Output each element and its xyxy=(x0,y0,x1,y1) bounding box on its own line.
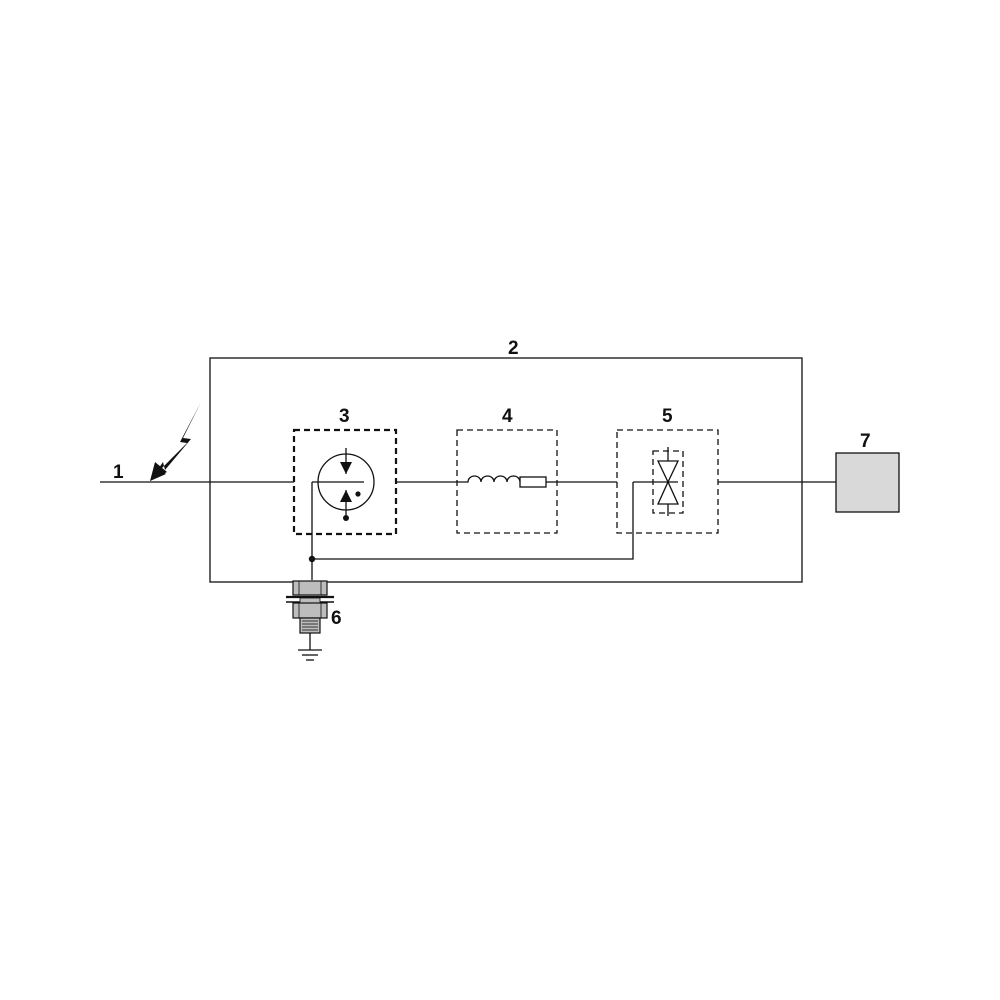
bolt-thread xyxy=(299,617,321,634)
decoupling-block: 4 xyxy=(456,406,558,534)
label-line: 1 xyxy=(113,462,124,483)
tvs-diode-block: 5 xyxy=(616,406,719,534)
lightning-bolt-icon xyxy=(150,402,201,481)
label-tvs: 5 xyxy=(662,406,673,427)
label-enclosure: 2 xyxy=(508,338,519,359)
ground-symbol-icon xyxy=(298,649,322,661)
tvs-upper-diode-icon xyxy=(656,460,680,484)
ground-bolt xyxy=(286,580,334,650)
label-protected-device: 7 xyxy=(860,431,871,452)
bolt-nut-lower xyxy=(292,602,328,619)
inductor-icon xyxy=(457,475,521,483)
label-decoupling: 4 xyxy=(502,406,513,427)
resistor-icon xyxy=(519,476,547,488)
tvs-dashed-box xyxy=(616,429,719,534)
gas-discharge-tube-block: 3 xyxy=(292,406,398,536)
label-ground-bolt: 6 xyxy=(331,608,342,629)
bolt-nut-upper xyxy=(292,580,328,596)
enclosure-box xyxy=(209,357,803,583)
gdt-upper-arrow-icon xyxy=(340,462,352,474)
tvs-lower-diode-icon xyxy=(656,480,680,505)
ground-bus-wire xyxy=(311,482,634,560)
protected-device-box xyxy=(835,452,900,513)
label-gdt: 3 xyxy=(339,406,350,427)
gdt-dashed-box xyxy=(292,428,398,536)
